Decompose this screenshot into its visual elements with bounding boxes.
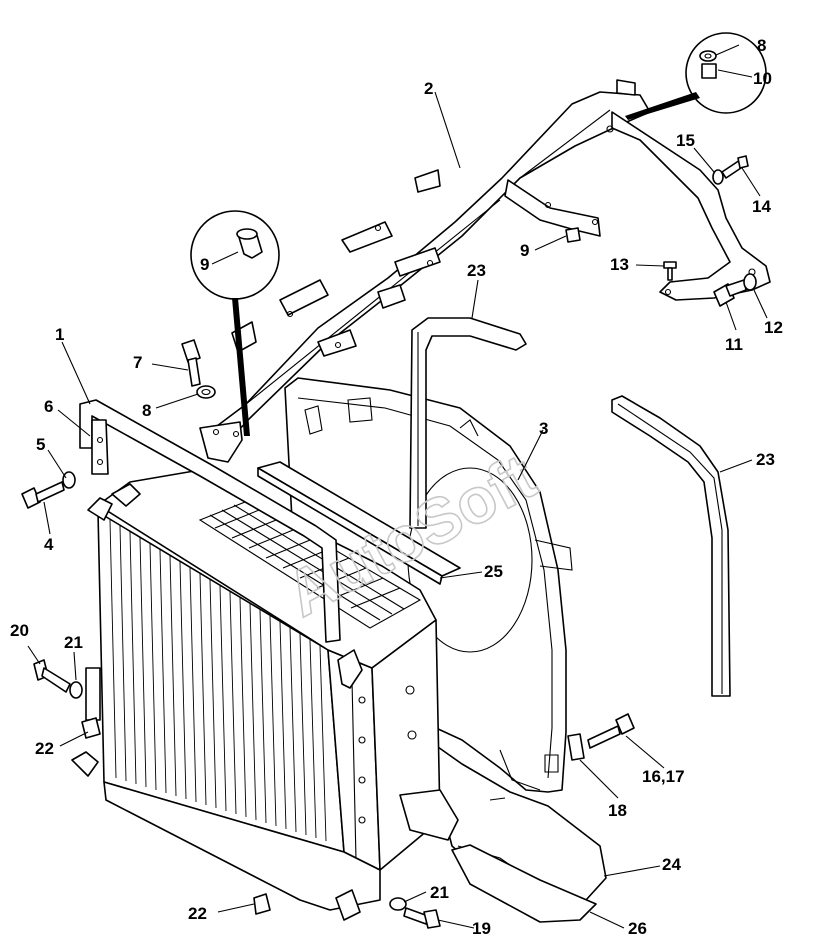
retaining-bar xyxy=(79,399,341,643)
callout-11: 11 xyxy=(725,335,743,354)
callout-23-center: 23 xyxy=(467,261,486,280)
callout-8-upper: 8 xyxy=(757,36,766,55)
seal-strip-right xyxy=(611,395,731,697)
callout-15: 15 xyxy=(676,131,695,150)
callout-22-bottom: 22 xyxy=(188,904,207,923)
detail-circle-8-10 xyxy=(625,32,767,120)
callout-22-left: 22 xyxy=(35,739,54,758)
leader-lines xyxy=(27,44,768,929)
oil-cooler-grid xyxy=(198,499,422,629)
detail-circle-9 xyxy=(190,210,280,436)
callout-21-bottom: 21 xyxy=(430,883,449,902)
callout-24: 24 xyxy=(662,855,681,874)
callout-labels: 1 2 3 4 5 6 7 8 8 9 9 10 11 12 13 14 15 … xyxy=(10,36,783,938)
callout-25: 25 xyxy=(484,562,503,581)
callout-14: 14 xyxy=(752,197,771,216)
foam-strip xyxy=(257,461,461,585)
upper-support-frame xyxy=(199,79,771,463)
callout-12: 12 xyxy=(764,318,783,337)
hardware xyxy=(21,155,757,929)
callout-26: 26 xyxy=(628,919,647,938)
callout-2: 2 xyxy=(424,79,433,98)
callout-6: 6 xyxy=(44,397,53,416)
callout-18: 18 xyxy=(608,801,627,820)
callout-19: 19 xyxy=(472,919,491,938)
callout-21-left: 21 xyxy=(64,633,83,652)
callout-16-17: 16,17 xyxy=(642,767,685,786)
callout-7: 7 xyxy=(133,353,142,372)
callout-9-frame: 9 xyxy=(520,241,529,260)
seal-strip-center xyxy=(409,317,527,529)
callout-8-lower: 8 xyxy=(142,401,151,420)
callout-13: 13 xyxy=(610,255,629,274)
radiator xyxy=(71,469,459,921)
callout-4: 4 xyxy=(44,535,54,554)
callout-5: 5 xyxy=(36,435,45,454)
callout-20: 20 xyxy=(10,621,29,640)
callout-10: 10 xyxy=(753,69,772,88)
callout-1: 1 xyxy=(55,325,64,344)
callout-9-circle: 9 xyxy=(200,255,209,274)
callout-3: 3 xyxy=(539,419,548,438)
callout-23-right: 23 xyxy=(756,450,775,469)
radiator-core-tubes xyxy=(109,519,327,842)
